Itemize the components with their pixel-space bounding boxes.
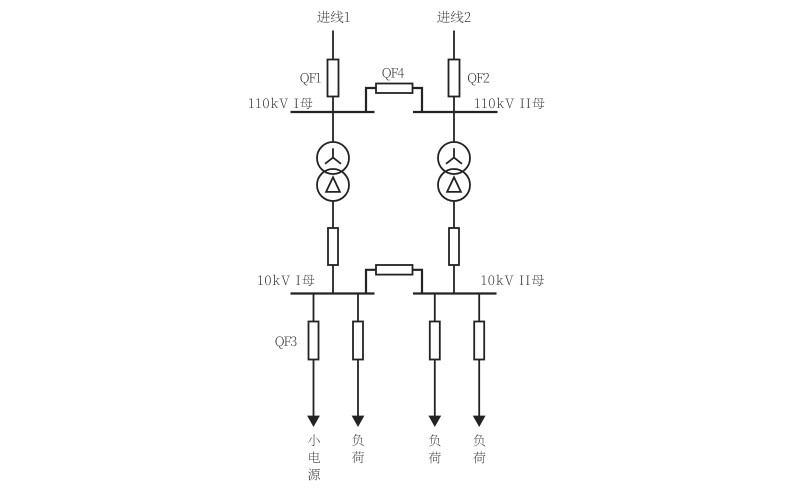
transformer-1-primary-winding [316, 141, 350, 175]
transformer-1-lv-breaker-symbol [327, 227, 339, 266]
label-breaker-qf1 [300, 72, 321, 86]
label-load-3 [428, 434, 441, 464]
hv-tie-left-link [364, 86, 377, 112]
feeder-3-breaker-symbol [428, 320, 441, 361]
delta-icon [445, 175, 463, 193]
feeder-4-arrow-icon [472, 415, 486, 427]
feeder-2-breaker-symbol [352, 320, 364, 361]
label-breaker-qf2 [467, 72, 490, 86]
feeder-1 [307, 293, 320, 427]
breaker-qf4-symbol [375, 82, 414, 94]
feeder-3 [428, 293, 442, 427]
feeder-3-arrow-icon [428, 415, 442, 427]
label-breaker-qf3 [275, 336, 297, 349]
label-lv-bus-2 [481, 274, 544, 286]
breaker-lv-tie-symbol [375, 264, 414, 276]
wye-icon [324, 148, 342, 165]
transformer-2-primary-winding [437, 141, 471, 175]
label-load-4 [473, 434, 486, 464]
diagram-wiring [290, 30, 498, 427]
label-incoming-1 [317, 10, 350, 24]
lv-tie-right-link [412, 268, 424, 294]
transformer-2-lv-breaker-symbol [448, 227, 460, 266]
hv-tie-right-link [412, 86, 424, 112]
breaker-qf2-symbol [447, 58, 461, 98]
wye-icon [445, 148, 463, 165]
breaker-qf1-symbol [326, 58, 340, 98]
label-incoming-2 [437, 10, 471, 24]
label-load-2 [351, 434, 364, 464]
lv-tie-left-link [364, 268, 377, 294]
diagram-labels [249, 10, 545, 481]
feeder-2-arrow-icon [351, 415, 365, 427]
transformer-1 [316, 141, 350, 202]
feeder-1-breaker-symbol [307, 320, 320, 361]
feeder-1-arrow-icon [307, 415, 320, 427]
label-hv-bus-1 [249, 97, 313, 109]
transformer-2 [437, 141, 471, 202]
feeder-2 [351, 293, 365, 427]
label-hv-bus-2 [475, 97, 545, 109]
label-load-1 [308, 434, 321, 481]
feeder-4 [472, 293, 486, 427]
delta-icon [324, 175, 342, 193]
feeder-4-breaker-symbol [473, 320, 486, 361]
label-lv-bus-1 [258, 274, 315, 286]
label-breaker-qf4 [382, 67, 405, 81]
